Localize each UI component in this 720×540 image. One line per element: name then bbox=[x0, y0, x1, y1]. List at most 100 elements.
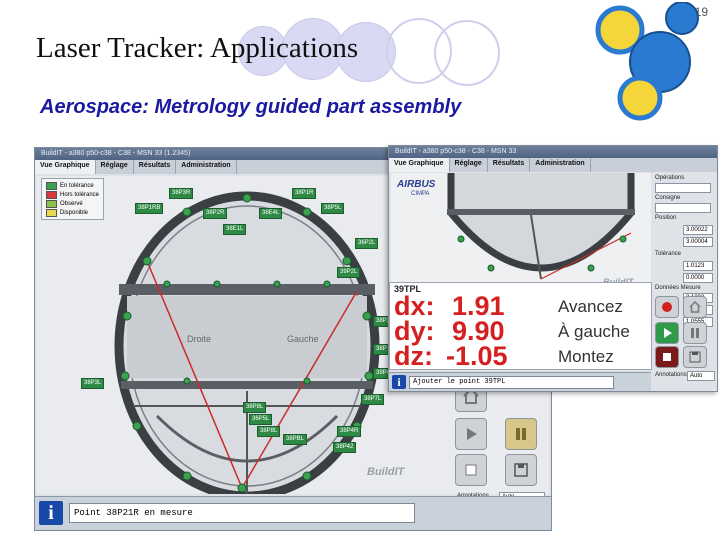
point-label[interactable]: 39P2L bbox=[337, 267, 361, 278]
dz-value: -1.05 bbox=[446, 341, 508, 371]
left-status-message: Point 38P21R en mesure bbox=[69, 503, 415, 523]
view-label-left: Droite bbox=[187, 334, 212, 344]
legend-swatch bbox=[46, 190, 57, 199]
tab-resultats[interactable]: Résultats bbox=[488, 158, 531, 172]
decor-circle bbox=[434, 20, 500, 86]
annotations-label: Annotations bbox=[655, 372, 687, 378]
point-label[interactable]: 36P5L bbox=[249, 414, 273, 425]
info-icon[interactable]: i bbox=[39, 501, 63, 525]
fuselage-drawing bbox=[114, 191, 380, 494]
legend-label: Hors tolérance bbox=[60, 191, 100, 198]
save-button[interactable] bbox=[683, 346, 707, 368]
tab-resultats[interactable]: Résultats bbox=[134, 160, 177, 174]
stop-icon bbox=[663, 353, 671, 361]
legend-label: En tolérance bbox=[60, 182, 94, 189]
play-icon bbox=[664, 328, 672, 338]
value-field: 3.00022 bbox=[683, 225, 713, 235]
value-field: 0.0000 bbox=[683, 273, 713, 283]
status-legend: En tolérance Hors tolérance Observé Disp… bbox=[41, 178, 105, 220]
deviation-readout-panel: 39TPL dx: 1.91 Avancez dy: 9.90 À gauche… bbox=[389, 282, 652, 371]
play-icon bbox=[467, 428, 477, 440]
legend-swatch bbox=[46, 199, 57, 208]
dz-label: dz: bbox=[394, 341, 433, 371]
right-status-message: Ajouter le point 39TPL bbox=[409, 376, 614, 389]
dx-value: 1.91 bbox=[452, 291, 505, 321]
readout-point-name: 39TPL bbox=[394, 284, 422, 294]
cimpa-logo: CIMPA bbox=[411, 191, 430, 197]
pause-icon bbox=[691, 328, 699, 338]
pause-icon bbox=[516, 428, 526, 440]
point-label[interactable]: 38P1RB bbox=[135, 203, 164, 214]
fuselage-lower-drawing bbox=[447, 173, 635, 280]
save-icon bbox=[689, 351, 701, 363]
dx-label: dx: bbox=[394, 291, 435, 321]
buildit-watermark: BuildIT bbox=[367, 466, 405, 478]
right-window-title: BuildIT - a380 p50-c38 - C38 - MSN 33 bbox=[389, 146, 717, 158]
decor-circle bbox=[282, 18, 344, 80]
slide-title: Laser Tracker: Applications bbox=[36, 32, 359, 64]
home-button[interactable] bbox=[683, 296, 707, 318]
point-label[interactable]: 38P42 bbox=[333, 442, 357, 453]
stop-button[interactable] bbox=[455, 454, 487, 486]
operations-field[interactable] bbox=[655, 183, 711, 193]
dy-value: 9.90 bbox=[452, 316, 505, 346]
legend-label: Disponible bbox=[60, 209, 89, 216]
value-field: 1.0123 bbox=[683, 261, 713, 271]
info-icon[interactable]: i bbox=[392, 375, 406, 389]
tab-administration[interactable]: Administration bbox=[176, 160, 237, 174]
side-label: Opérations bbox=[655, 175, 685, 181]
legend-row: En tolérance bbox=[46, 181, 99, 190]
tab-vue-graphique[interactable]: Vue Graphique bbox=[35, 160, 96, 174]
point-label[interactable]: 38P4R bbox=[337, 426, 362, 437]
point-label[interactable]: 38P5L bbox=[321, 203, 345, 214]
side-label: Tolérance bbox=[655, 251, 682, 257]
point-label[interactable]: 38P8L bbox=[257, 426, 281, 437]
legend-row: Disponible bbox=[46, 208, 99, 217]
consigne-field[interactable] bbox=[655, 203, 711, 213]
dy-direction: À gauche bbox=[558, 322, 630, 341]
airbus-logo: AIRBUS bbox=[397, 179, 436, 190]
point-label[interactable]: 38PBL bbox=[283, 434, 308, 445]
tab-reglage[interactable]: Réglage bbox=[450, 158, 488, 172]
annotations-select[interactable]: Auto bbox=[687, 371, 715, 381]
tab-vue-graphique[interactable]: Vue Graphique bbox=[389, 158, 450, 172]
legend-swatch bbox=[46, 181, 57, 190]
save-icon bbox=[514, 463, 528, 477]
stop-icon bbox=[465, 464, 477, 476]
side-label: Données Mesure bbox=[655, 285, 701, 291]
dx-direction: Avancez bbox=[558, 297, 623, 316]
molecule-logo-icon bbox=[595, 2, 699, 121]
home-icon bbox=[689, 301, 701, 313]
value-field: 3.00004 bbox=[683, 237, 713, 247]
pause-button[interactable] bbox=[505, 418, 537, 450]
tab-reglage[interactable]: Réglage bbox=[96, 160, 134, 174]
right-graphic-view[interactable]: AIRBUS CIMPA BuildIT bbox=[391, 173, 651, 293]
play-button[interactable] bbox=[655, 322, 679, 344]
save-button[interactable] bbox=[505, 454, 537, 486]
point-label[interactable]: 38P2R bbox=[203, 208, 228, 219]
point-label[interactable]: 38E1L bbox=[223, 224, 247, 235]
legend-label: Observé bbox=[60, 200, 83, 207]
left-status-bar: i Point 38P21R en mesure bbox=[35, 496, 551, 530]
point-label[interactable]: 38P3R bbox=[169, 188, 194, 199]
play-button[interactable] bbox=[455, 418, 487, 450]
right-tabbar: Vue Graphique Réglage Résultats Administ… bbox=[389, 158, 717, 172]
point-label[interactable]: 38P7L bbox=[361, 394, 385, 405]
point-label[interactable]: 38E4L bbox=[259, 208, 283, 219]
legend-swatch bbox=[46, 208, 57, 217]
dz-direction: Montez bbox=[558, 347, 614, 366]
record-icon bbox=[662, 302, 672, 312]
point-label[interactable]: 38P8L bbox=[243, 402, 267, 413]
pause-button[interactable] bbox=[683, 322, 707, 344]
tab-administration[interactable]: Administration bbox=[530, 158, 591, 172]
point-label[interactable]: 36P2L bbox=[355, 238, 379, 249]
stop-button[interactable] bbox=[655, 346, 679, 368]
record-button[interactable] bbox=[655, 296, 679, 318]
right-status-bar: i Ajouter le point 39TPL bbox=[389, 372, 651, 391]
side-label: Consigne bbox=[655, 195, 681, 201]
legend-row: Observé bbox=[46, 199, 99, 208]
point-label[interactable]: 38P1R bbox=[292, 188, 317, 199]
view-label-right: Gauche bbox=[287, 334, 319, 344]
point-label[interactable]: 38P3L bbox=[81, 378, 105, 389]
side-label: Position bbox=[655, 215, 677, 221]
